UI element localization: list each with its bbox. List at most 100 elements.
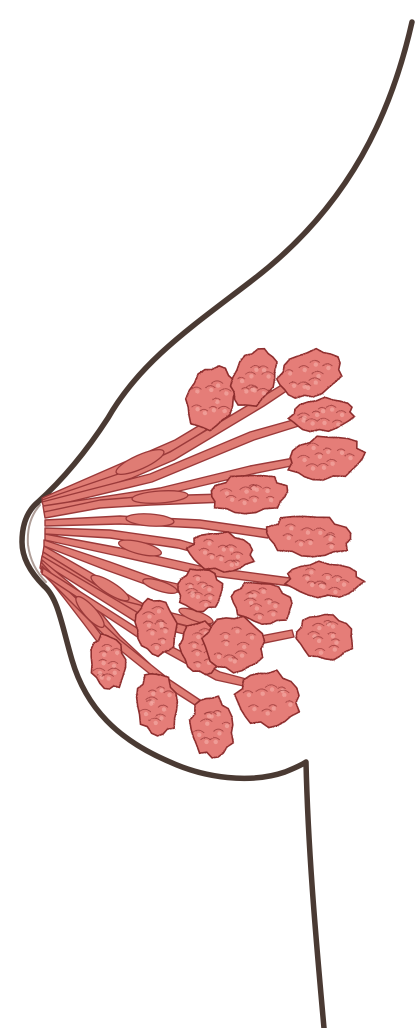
alveolus-highlight	[318, 455, 322, 459]
alveolus-highlight	[329, 545, 333, 549]
alveolus-highlight	[219, 557, 223, 561]
alveolus-highlight	[331, 634, 335, 638]
alveolus-highlight	[247, 693, 251, 697]
alveolus-highlight	[167, 693, 171, 697]
alveolus-highlight	[303, 368, 307, 372]
alveolus-highlight	[147, 623, 151, 627]
lobule	[285, 561, 365, 598]
alveolus-highlight	[147, 614, 151, 618]
alveolus-highlight	[112, 664, 116, 668]
alveolus-highlight	[342, 582, 346, 586]
alveolus-highlight	[265, 489, 269, 493]
alveolus-highlight	[288, 371, 292, 375]
alveolus-highlight	[249, 374, 253, 378]
alveolus-highlight	[319, 584, 323, 588]
alveolus-highlight	[244, 389, 248, 393]
alveolus-highlight	[253, 498, 257, 502]
alveolus-highlight	[308, 541, 312, 545]
alveolus-highlight	[210, 555, 214, 559]
lobule	[277, 349, 342, 399]
alveolus-highlight	[155, 646, 159, 650]
lobule	[267, 516, 351, 556]
alveolus-highlight	[252, 707, 256, 711]
alveolus-highlight	[287, 536, 291, 540]
alveolus-highlight	[266, 711, 270, 715]
lobule	[288, 436, 365, 480]
alveolus-highlight	[191, 591, 195, 595]
alveolus-highlight	[207, 541, 211, 545]
alveolus-highlight	[255, 488, 259, 492]
alveolus-highlight	[228, 657, 232, 661]
alveolus-highlight	[214, 740, 218, 744]
alveolus-highlight	[195, 652, 199, 656]
alveolus-highlight	[113, 671, 117, 675]
alveolus-highlight	[262, 391, 266, 395]
alveolus-highlight	[207, 587, 211, 591]
alveolus-highlight	[217, 731, 221, 735]
alveolus-highlight	[209, 388, 213, 392]
alveolus-highlight	[333, 590, 337, 594]
alveolus-highlight	[205, 722, 209, 726]
alveolus-highlight	[269, 498, 273, 502]
alveolus-highlight	[310, 583, 314, 587]
lobule-body	[178, 569, 223, 612]
alveolus-highlight	[340, 451, 344, 455]
alveolus-highlight	[115, 651, 119, 655]
alveolus-highlight	[224, 391, 228, 395]
alveolus-highlight	[160, 624, 164, 628]
alveolus-highlight	[302, 416, 306, 420]
alveolus-highlight	[215, 400, 219, 404]
duct-sinus	[126, 512, 175, 527]
alveolus-highlight	[216, 383, 220, 387]
alveolus-highlight	[217, 655, 221, 659]
lobule	[135, 599, 177, 657]
alveolus-highlight	[302, 458, 306, 462]
alveolus-highlight	[159, 688, 163, 692]
alveolus-highlight	[267, 600, 271, 604]
alveolus-highlight	[151, 692, 155, 696]
alveolus-highlight	[244, 490, 248, 494]
alveolus-highlight	[314, 362, 318, 366]
lobule-body	[285, 561, 365, 598]
alveolus-highlight	[282, 693, 286, 697]
alveolus-highlight	[195, 407, 199, 411]
alveolus-highlight	[162, 707, 166, 711]
alveolus-highlight	[326, 366, 330, 370]
alveolus-highlight	[334, 641, 338, 645]
alveolus-highlight	[273, 604, 277, 608]
alveolus-highlight	[306, 530, 310, 534]
alveolus-highlight	[321, 409, 325, 413]
alveolus-highlight	[288, 703, 292, 707]
alveolus-highlight	[272, 706, 276, 710]
lobule	[235, 670, 300, 727]
alveolus-highlight	[106, 647, 110, 651]
alveolus-highlight	[235, 629, 239, 633]
alveolus-highlight	[289, 526, 293, 530]
lobule-body	[267, 516, 351, 556]
lobule	[296, 615, 352, 661]
alveolus-highlight	[315, 413, 319, 417]
alveolus-highlight	[204, 603, 208, 607]
alveolus-highlight	[240, 379, 244, 383]
alveolus-highlight	[224, 635, 228, 639]
alveolus-highlight	[322, 466, 326, 470]
alveolus-highlight	[330, 462, 334, 466]
alveolus-highlight	[98, 671, 102, 675]
alveolus-highlight	[261, 692, 265, 696]
alveolus-highlight	[250, 635, 254, 639]
alveolus-highlight	[305, 576, 309, 580]
lobule-body	[288, 436, 365, 480]
alveolus-highlight	[223, 409, 227, 413]
alveolus-highlight	[224, 642, 228, 646]
alveolus-highlight	[311, 466, 315, 470]
alveolus-highlight	[314, 380, 318, 384]
alveolus-highlight	[240, 653, 244, 657]
alveolus-highlight	[163, 629, 167, 633]
alveolus-highlight	[208, 596, 212, 600]
alveolus-highlight	[330, 407, 334, 411]
alveolus-highlight	[336, 578, 340, 582]
alveolus-highlight	[204, 740, 208, 744]
alveolus-highlight	[161, 640, 165, 644]
alveolus-highlight	[242, 645, 246, 649]
